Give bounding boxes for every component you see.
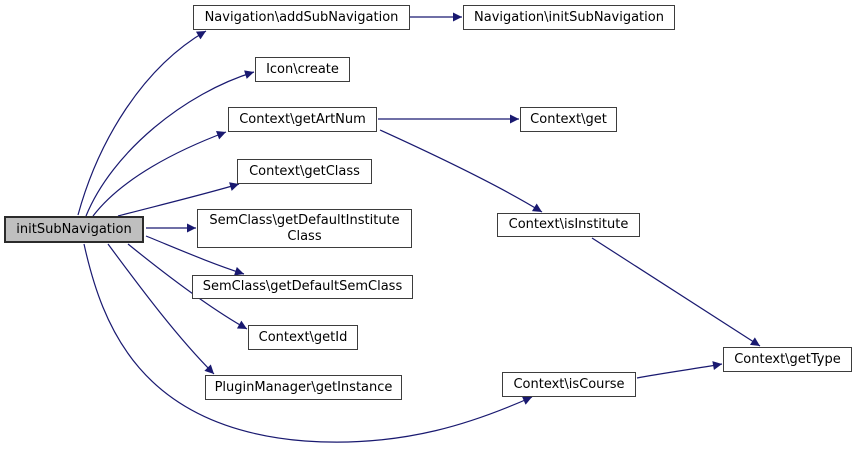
node-semclass-getDefaultSemClass[interactable]: SemClass\getDefaultSemClass: [192, 275, 413, 299]
node-context-getClass[interactable]: Context\getClass: [237, 159, 372, 184]
node-semclass-getDefaultInstituteClass[interactable]: SemClass\getDefaultInstitute Class: [197, 209, 412, 248]
node-context-isCourse[interactable]: Context\isCourse: [502, 372, 636, 397]
edge-initSubNavigation-to-getInstance: [107, 243, 215, 375]
edge-initSubNavigation-to-getId: [127, 243, 248, 330]
node-label: Context\get: [530, 111, 607, 127]
edge-isCourse-to-getType: [636, 361, 723, 379]
edge-initSubNavigation-to-isCourse: [83, 243, 533, 443]
node-navigation-initSubNavigation[interactable]: Navigation\initSubNavigation: [463, 5, 675, 30]
edge-isInstitute-to-getType: [591, 237, 761, 347]
node-label: initSubNavigation: [16, 221, 132, 237]
node-label: Navigation\addSubNavigation: [204, 9, 399, 25]
node-label: Context\getClass: [249, 163, 360, 179]
node-context-getId[interactable]: Context\getId: [248, 325, 358, 350]
node-context-get[interactable]: Context\get: [520, 107, 617, 132]
node-label: Navigation\initSubNavigation: [474, 9, 664, 25]
edge-initSubNavigation-to-addSubNavigation: [77, 30, 207, 216]
node-label: PluginManager\getInstance: [214, 379, 393, 395]
edge-initSubNavigation-to-getDefaultSemClass: [145, 235, 245, 276]
node-icon-create[interactable]: Icon\create: [255, 57, 350, 82]
node-label: Context\isInstitute: [508, 217, 629, 232]
node-context-getType[interactable]: Context\getType: [723, 347, 852, 372]
edge-getArtNum-to-isInstitute: [379, 129, 543, 213]
node-navigation-addSubNavigation[interactable]: Navigation\addSubNavigation: [193, 5, 410, 30]
node-label: Context\getId: [258, 329, 348, 345]
node-label-line2: Class: [287, 228, 322, 244]
node-context-isInstitute[interactable]: Context\isInstitute: [497, 213, 640, 237]
edge-initSubNavigation-to-getArtNum: [92, 130, 227, 217]
node-label: Icon\create: [266, 61, 339, 77]
node-context-getArtNum[interactable]: Context\getArtNum: [228, 107, 377, 132]
edge-initSubNavigation-to-getClass: [117, 182, 240, 217]
node-label: Context\isCourse: [513, 376, 625, 392]
node-initSubNavigation: initSubNavigation: [4, 216, 144, 243]
node-label: SemClass\getDefaultInstitute: [209, 212, 400, 228]
node-pluginmanager-getInstance[interactable]: PluginManager\getInstance: [205, 375, 402, 400]
node-label: Context\getArtNum: [239, 111, 366, 127]
node-label: SemClass\getDefaultSemClass: [202, 279, 403, 294]
edge-initSubNavigation-to-icon-create: [85, 70, 255, 217]
node-label: Context\getType: [734, 351, 841, 367]
